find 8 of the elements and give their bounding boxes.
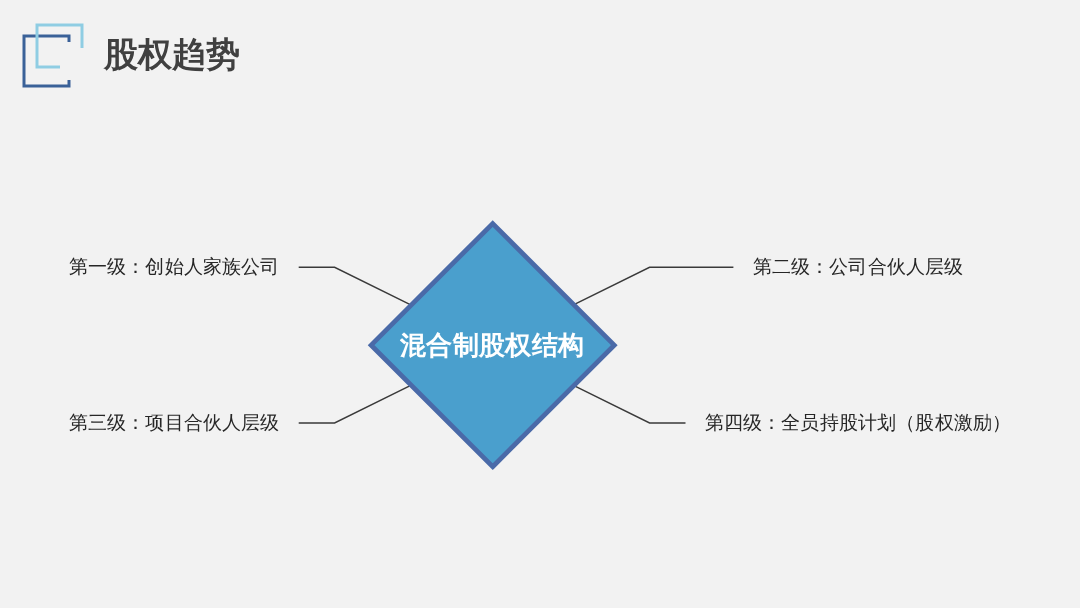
node-text: 第二级：公司合伙人层级 xyxy=(752,256,964,277)
node-text: 第四级：全员持股计划（股权激励） xyxy=(704,412,1012,433)
node-text: 第一级：创始人家族公司 xyxy=(68,256,280,277)
title: 股权趋势 xyxy=(104,34,240,75)
connector xyxy=(297,384,412,424)
node-diamond: 混合制股权结构 xyxy=(367,220,618,470)
connector xyxy=(297,266,412,306)
node-text: 第三级：项目合伙人层级 xyxy=(68,412,280,433)
